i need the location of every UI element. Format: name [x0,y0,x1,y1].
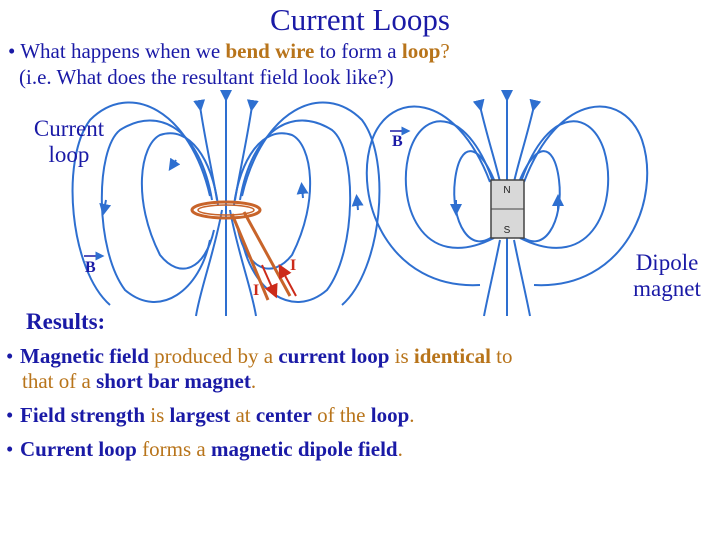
result-item-2: •Field strength is largest at center of … [6,403,706,428]
result2-loop: loop [370,403,410,427]
result1-magnetic-field: Magnetic field [20,344,149,368]
current-loop-label-line1: Current [33,116,105,141]
result1-text: produced by a [148,344,279,368]
bullet-dot: • [6,403,14,427]
result2-text-at: at [230,403,256,427]
question-text-2: to form a [314,39,402,63]
north-pole-label: N [503,185,510,196]
result1-identical: identical [413,344,491,368]
current-label-lower: I [253,282,260,299]
question-text-1: What happens when we [20,39,226,63]
wire-loop [190,200,292,301]
dipole-label-line1: Dipole [635,250,699,275]
result1-text-is: is [389,344,414,368]
result3-current-loop: Current loop [20,437,137,461]
result2-center: center [255,403,312,427]
result-item-3: •Current loop forms a magnetic dipole fi… [6,437,706,462]
bullet-dot: • [8,39,16,63]
question-loop: loop [401,39,441,63]
question-mark: ? [440,39,450,63]
south-pole-label: S [504,225,511,236]
results-heading: Results: [26,309,106,334]
bullet-dot: • [6,437,14,461]
result3-period: . [397,437,403,461]
result2-largest: largest [169,403,231,427]
current-label-upper: I [290,257,297,274]
b-field-label-right: B [392,133,403,150]
result1-text-to: to [490,344,513,368]
bullet-dot: • [6,344,14,368]
question-line-2: (i.e. What does the resultant field look… [19,65,394,89]
result2-text-is: is [145,403,170,427]
result-item-1: •Magnetic field produced by a current lo… [6,344,706,394]
current-loop-label: Current loop [14,116,124,168]
result2-text-of-the: of the [311,403,371,427]
result3-text-forms: forms a [136,437,211,461]
b-field-label-left: B [85,259,96,276]
current-arrow-up [278,263,297,297]
question-bend-wire: bend wire [225,39,315,63]
result1-text-that: that of a [22,369,97,393]
result1-period: . [250,369,257,393]
result2-period: . [409,403,415,427]
current-loop-label-line2: loop [48,142,90,167]
result2-field-strength: Field strength [20,403,146,427]
dipole-magnet-label: Dipole magnet [612,250,720,302]
result1-current-loop: current loop [278,344,390,368]
current-arrow-down [261,264,278,299]
bar-magnet: N S [490,179,525,239]
result-item-1-line2: that of a short bar magnet. [6,369,706,394]
dipole-label-line2: magnet [633,276,701,301]
result1-short-bar-magnet: short bar magnet [96,369,251,393]
result3-magnetic-dipole-field: magnetic dipole field [210,437,398,461]
question-line: • What happens when we bend wire to form… [8,38,450,64]
slide-title: Current Loops [270,2,450,37]
